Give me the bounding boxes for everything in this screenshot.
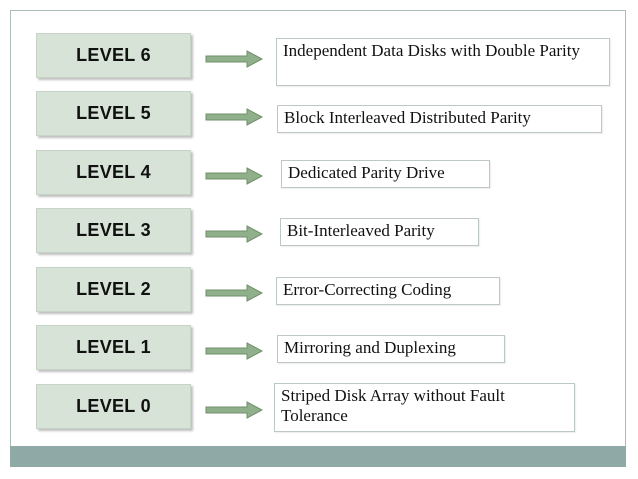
level-6-description-text: Independent Data Disks with Double Parit… bbox=[283, 41, 580, 60]
level-4-description-text: Dedicated Parity Drive bbox=[288, 163, 445, 182]
arrow-icon bbox=[205, 401, 263, 419]
level-5-box: LEVEL 5 bbox=[36, 91, 191, 136]
arrow-icon bbox=[205, 167, 263, 185]
arrow-icon bbox=[205, 342, 263, 360]
level-6-box: LEVEL 6 bbox=[36, 33, 191, 78]
level-6-label: LEVEL 6 bbox=[76, 45, 151, 65]
bottom-bar bbox=[10, 446, 626, 467]
level-1-description-text: Mirroring and Duplexing bbox=[284, 338, 456, 357]
level-1-description: Mirroring and Duplexing bbox=[277, 335, 505, 363]
level-1-label: LEVEL 1 bbox=[76, 337, 151, 357]
level-5-description: Block Interleaved Distributed Parity bbox=[277, 105, 602, 133]
level-2-box: LEVEL 2 bbox=[36, 267, 191, 312]
level-3-box: LEVEL 3 bbox=[36, 208, 191, 253]
arrow-icon bbox=[205, 108, 263, 126]
level-0-label: LEVEL 0 bbox=[76, 396, 151, 416]
level-3-label: LEVEL 3 bbox=[76, 220, 151, 240]
level-0-description-text: Striped Disk Array without Fault Toleran… bbox=[281, 386, 505, 425]
level-3-description: Bit-Interleaved Parity bbox=[280, 218, 479, 246]
level-5-label: LEVEL 5 bbox=[76, 103, 151, 123]
level-5-description-text: Block Interleaved Distributed Parity bbox=[284, 108, 531, 127]
arrow-icon bbox=[205, 50, 263, 68]
level-6-description: Independent Data Disks with Double Parit… bbox=[276, 38, 610, 86]
arrow-icon bbox=[205, 225, 263, 243]
level-4-label: LEVEL 4 bbox=[76, 162, 151, 182]
level-4-box: LEVEL 4 bbox=[36, 150, 191, 195]
level-0-description: Striped Disk Array without Fault Toleran… bbox=[274, 383, 575, 432]
level-2-label: LEVEL 2 bbox=[76, 279, 151, 299]
level-3-description-text: Bit-Interleaved Parity bbox=[287, 221, 435, 240]
level-2-description-text: Error-Correcting Coding bbox=[283, 280, 452, 299]
arrow-icon bbox=[205, 284, 263, 302]
level-4-description: Dedicated Parity Drive bbox=[281, 160, 490, 188]
level-1-box: LEVEL 1 bbox=[36, 325, 191, 370]
level-2-description: Error-Correcting Coding bbox=[276, 277, 500, 305]
level-0-box: LEVEL 0 bbox=[36, 384, 191, 429]
